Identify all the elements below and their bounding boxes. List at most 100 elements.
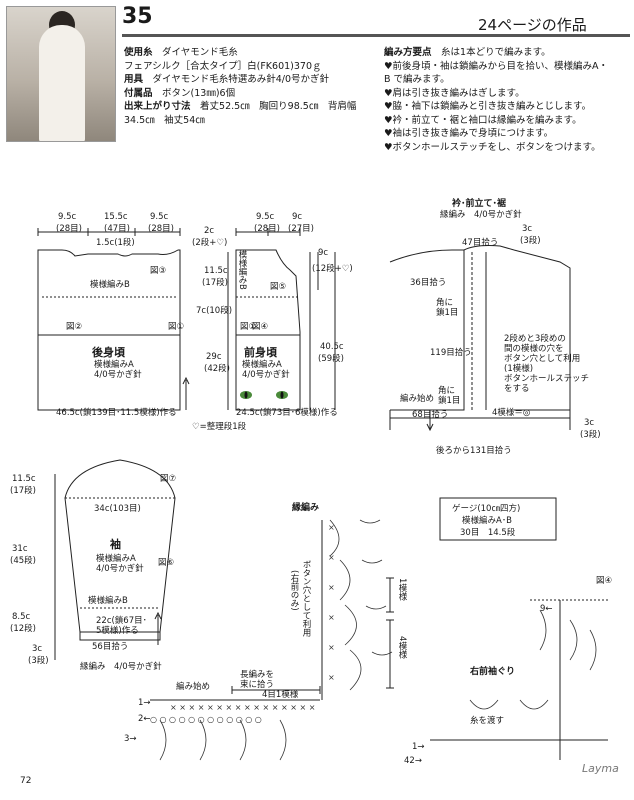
front-top-left-dim: 9.5c [256,212,275,222]
edging-long-note-2: 束に拾う [240,680,275,690]
hem-pick-back: 後ろから131目拾う [436,446,512,456]
svg-text:○ ○ ○ ○ ○ ○ ○ ○ ○ ○ ○ ○: ○ ○ ○ ○ ○ ○ ○ ○ ○ ○ ○ ○ [150,715,262,724]
sleeve-title: 袖 [110,538,121,551]
tools-label: 用具 [124,74,144,85]
front-top-right-dim: 9c [292,212,303,222]
sleeve-outline [64,459,176,633]
back-bottom-chain: 46.5c(鎖139目･11.5模様)作る [56,408,177,418]
front-band-outline [389,249,465,411]
front-pattern-a: 模様編みA [242,360,282,370]
button-note-3: ボタン穴として利用 [504,354,581,364]
front-armhole-lower: 7c(10段) [196,306,233,316]
edging-repeat: 4目1模様 [262,690,299,700]
back-chart-2: 図② [66,322,83,332]
front-title: 前身頃 [244,346,277,359]
sleeve-length-dim: 31c [12,544,28,554]
svg-text:×: × [328,523,335,532]
front-total-rows: (59段) [318,354,344,364]
tools-value: ダイヤモンド毛糸特選あみ針4/0号かぎ針 [152,74,330,85]
chart4-yarn-join: 糸を渡す [470,716,505,726]
back-top-right-dim: 9.5c [150,212,169,222]
collar-title: 衿･前立て･裾 [452,199,507,209]
back-top-mid-dim: 15.5c [104,212,128,222]
front-chart-1: 図① [240,322,257,332]
back-hook: 4/0号かぎ針 [94,370,142,380]
corner1-a: 角に [436,298,454,308]
hem-pattern-4: 4模様＝◎ [492,408,531,418]
sleeve-pick: 56目拾う [92,642,129,652]
note-item: ♥ボタンホールステッチをし、ボタンをつけます。 [384,141,601,153]
collar-pick: 47目拾う [462,238,499,248]
front-bottom-chain: 24.5c(鎖73目･6模様)作る [236,408,338,418]
sleeve-cap-dim: 11.5c [12,474,36,484]
page-reference: 24ページの作品 [478,16,587,34]
button-note-5: ボタンホールステッチ [504,374,590,384]
edging-row-3: 3→ [124,734,137,744]
sleeve-chart-7: 図⑦ [160,474,177,484]
yarn-detail: フェアシルク［合太タイプ］白(FK601)370ｇ [124,60,322,72]
collar-pattern: 縁編み 4/0号かぎ針 [440,210,522,220]
gauge-title: ゲージ(10㎝四方) [452,504,521,514]
front-chart-4: 図④ [252,322,269,332]
note-item: ♥脇・袖下は鎖編みと引き抜き編みとじします。 [384,101,592,112]
gauge-value: 30目 14.5段 [460,528,516,538]
svg-text:×: × [328,673,335,682]
front-armhole-dim: 11.5c [204,266,228,276]
front-shoulder-rows: (2段+♡) [192,238,228,248]
edging-long-note-1: 長編みを [240,670,275,680]
front-top-right-rows: (27目) [288,224,314,234]
front-top-left-rows: (28目) [254,224,280,234]
edging-1-repeat: 1模様 [397,578,407,601]
sleeve-top-dim: 34c(103目) [94,504,141,514]
front-chart-5: 図⑤ [270,282,287,292]
watermark: Layma [582,762,619,775]
back-pattern-a: 模様編みA [94,360,134,370]
notes-title: 編み方要点 [384,47,432,58]
back-top-mid-rows: (47目) [104,224,130,234]
sleeve-pattern-b: 模様編みB [88,596,128,606]
back-pattern-b: 模様編みB [90,280,130,290]
gauge-pattern: 模様編みA･B [462,516,512,526]
edging-row-2: 2← [138,714,151,724]
band-pick-36: 36目拾う [410,278,447,288]
back-chart-3: 図③ [150,266,167,276]
band-pick-119: 119目拾う [430,348,472,358]
front-body-rows: (42段) [204,364,230,374]
corner2-a: 角に [438,386,456,396]
sleeve-chart-6: 図⑥ [158,558,175,568]
heart-legend: ♡=整理段1段 [192,422,247,432]
note-item: ♥前後身頃・袖は鎖編みから目を拾い、模様編みA・ [384,60,609,72]
sleeve-chain-1: 22c(鎖67目･ [96,616,147,626]
note-item: ♥衿・前立て・裾と袖口は縁編みを編みます。 [384,114,582,126]
edging-title: 縁編み [292,503,320,513]
corner1-b: 鎖1目 [436,308,459,318]
back-neck-dim: 1.5c(1段) [96,238,135,248]
hem-pick-68: 68目拾う [412,410,449,420]
edging-4-repeat: 4模様 [397,636,407,659]
svg-text:×: × [328,583,335,592]
size-line2: 34.5㎝ 袖丈54㎝ [124,114,205,126]
yarn-label: 使用糸 [124,47,153,58]
collar-rows: (3段) [520,236,541,246]
page-number: 72 [20,776,32,786]
back-top-left-rows: (28目) [56,224,82,234]
front-hook: 4/0号かぎ針 [242,370,290,380]
edging-row-1: 1→ [138,698,151,708]
hem-width: 3c [584,418,595,428]
front-neck-rows: (12段+♡) [312,264,353,274]
front-body-outline [235,249,301,411]
chart4-row1: 1→ [412,742,425,752]
sleeve-cap-rows: (17段) [10,486,36,496]
garment-photo [6,6,116,142]
notions-label: 付属品 [124,87,153,99]
note-item: ♥袖は引き抜き編みで身頃につけます。 [384,128,554,139]
instructions-notes: 編み方要点 糸は1本どりで編みます。 ♥前後身頃・袖は鎖編みから目を拾い、模様編… [384,46,632,154]
pattern-number: 35 [122,4,153,29]
collar-width: 3c [522,224,533,234]
edging-button-note: ボタン穴として利用 [301,560,311,637]
back-chart-1: 図① [168,322,185,332]
chart4-title: 右前袖ぐり [470,667,516,677]
edging-button-note-2: (右前のみ) [289,570,299,611]
notes-title-suffix: 糸は1本どりで編みます。 [441,47,551,58]
